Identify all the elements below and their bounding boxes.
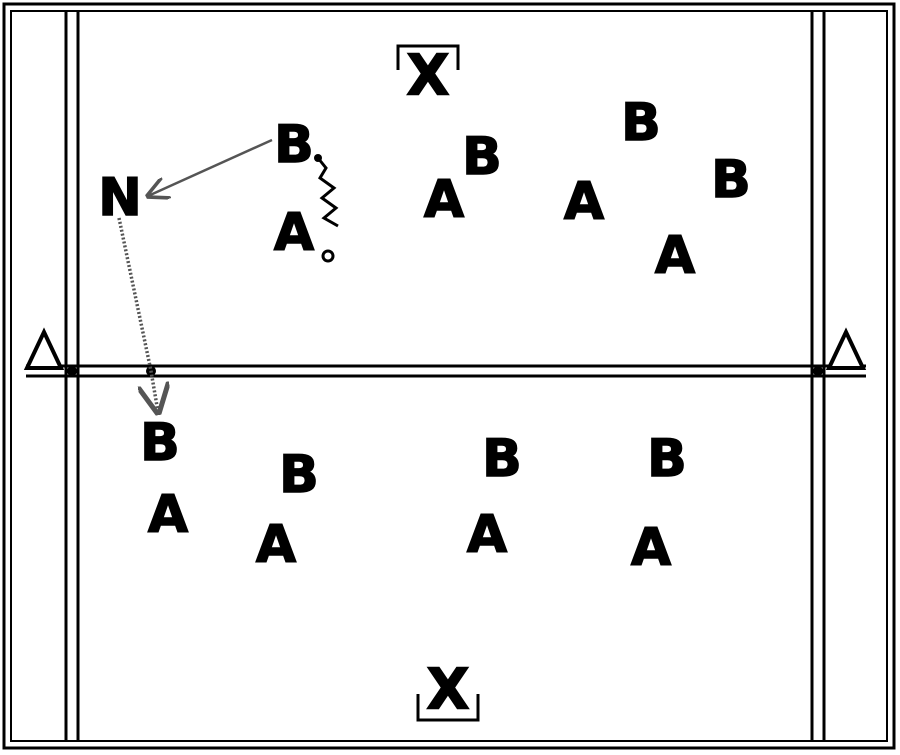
setter-path-arrow (117, 217, 158, 412)
pass-arrow-to-n (148, 138, 273, 196)
ball-path-start-dot (314, 154, 322, 162)
label-top-a3: A (655, 226, 695, 286)
label-bot-b4: B (647, 429, 687, 489)
label-bot-a2: A (256, 515, 296, 575)
label-top-a1: A (424, 170, 464, 230)
ball-zigzag-path (316, 157, 339, 228)
target-x-top: X (406, 44, 449, 109)
antenna-right-icon (825, 327, 867, 370)
label-bot-a3: A (467, 505, 507, 565)
net-post-right (813, 366, 823, 376)
label-bot-b3: B (482, 429, 522, 489)
label-bot-b1: B (140, 413, 180, 473)
inner-border (10, 10, 888, 742)
label-bot-a4: A (631, 518, 671, 578)
label-a-receive: A (274, 203, 314, 263)
label-bot-b2: B (279, 445, 319, 505)
label-top-b2: B (621, 93, 661, 153)
ball-icon (321, 249, 335, 263)
target-bracket-top (396, 44, 460, 70)
target-x-bottom: X (426, 658, 469, 723)
label-top-b1: B (462, 127, 502, 187)
label-top-a2: A (564, 172, 604, 232)
label-top-b3: B (711, 150, 751, 210)
label-bot-a1: A (148, 485, 188, 545)
target-bracket-bottom (416, 694, 480, 722)
label-n: N (98, 168, 142, 228)
label-b-pass: B (274, 115, 314, 175)
antenna-left-icon (23, 327, 65, 370)
net-post-left (67, 366, 77, 376)
